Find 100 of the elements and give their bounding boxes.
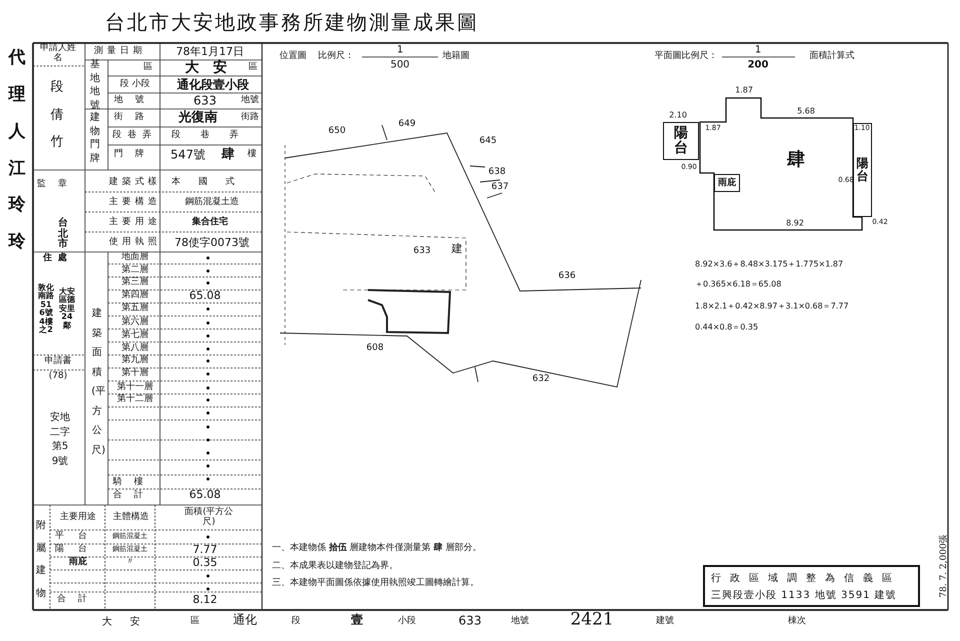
note-text: 二、本成果表以建物登記為界。 — [272, 562, 398, 572]
form-label: 主要用途 — [109, 218, 161, 228]
handwritten-value: (78) — [48, 372, 68, 382]
dimension-label: 2.10 — [669, 112, 687, 120]
form-label: 合計 — [57, 595, 99, 605]
form-label: 第七層 — [122, 331, 148, 341]
form-label: 主體構造 — [113, 513, 149, 523]
form-label: 平台 — [55, 532, 101, 542]
parcel-number: 650 — [328, 127, 346, 137]
form-label: 基地地號 — [90, 58, 100, 112]
form-label: 測量日期 — [94, 47, 146, 57]
canopy-box: 雨庇 — [714, 174, 740, 192]
form-label: 門牌 — [114, 150, 156, 160]
footer-field: 棟次 — [788, 617, 806, 627]
form-label: 面積(平方公尺) — [184, 508, 234, 528]
form-label: 第三層 — [122, 278, 148, 288]
stamped-value: 集合住宅 — [192, 218, 228, 228]
form-label: 附屬建物 — [36, 519, 46, 600]
form-label: 第十二層 — [117, 395, 153, 405]
form-label: 段巷弄 — [112, 131, 158, 141]
scale-number: 1 — [754, 44, 762, 56]
floor-number-label: 肆 — [787, 148, 805, 171]
agent-name: 代理人江玲玲 — [8, 46, 26, 254]
handwritten-value: 7.77 — [192, 544, 218, 556]
form-label: 第二層 — [122, 266, 148, 276]
form-label: 申請人姓名 — [39, 44, 77, 64]
handwritten-value: 0.35 — [192, 556, 218, 570]
print-info: 78. 7. 2,000張 — [940, 534, 950, 598]
stamp-text: 三興段壹小段 1133 地號 3591 建號 — [711, 588, 898, 603]
stamped-value: 大安區德安里24鄰 — [59, 288, 75, 330]
area-formula: 0.44×0.8＝0.35 — [695, 324, 758, 332]
form-label: 第四層 — [122, 291, 148, 301]
form-label: 監章 — [37, 180, 79, 190]
handwritten-value: 633 — [194, 94, 216, 108]
footer-field: 2421 — [570, 610, 614, 630]
handwritten-value: 大安 — [185, 60, 241, 76]
parcel-number: 632 — [532, 375, 550, 385]
footer-field: 地號 — [511, 617, 529, 627]
form-label: 第十一層 — [117, 383, 153, 393]
parcel-number: 608 — [366, 344, 384, 354]
plan-heading: 面積計算式 — [810, 52, 854, 62]
form-label: 騎樓 — [113, 478, 155, 488]
note-text: 一、本建物係 拾伍 層建物本件僅測量第 肆 層部分。 — [272, 544, 482, 554]
footer-field: 通化 — [233, 613, 257, 627]
form-label: 街路 — [241, 113, 259, 123]
stamped-value: 住處 — [43, 254, 73, 264]
dimension-label: 8.92 — [786, 220, 804, 228]
stamp-text: 行政區域調整為信義區 — [711, 572, 902, 586]
form-label: 建物門牌 — [90, 111, 100, 165]
form-label: 建築式樣 — [109, 178, 161, 188]
parcel-number: 645 — [479, 137, 497, 147]
form-label: 樓 — [248, 150, 256, 160]
title: 台北市大安地政事務所建物測量成果圖 — [105, 11, 479, 33]
map-heading: 地籍圖 — [442, 52, 470, 62]
parcel-number: 633 — [413, 247, 431, 257]
form-label: 區 — [144, 63, 152, 73]
building-mark: 建 — [452, 242, 462, 256]
handwritten-value: 78使字0073號 — [174, 236, 250, 250]
footer-field: 建號 — [656, 617, 674, 627]
footer-field: 大安 — [102, 616, 158, 628]
form-label: 地面層 — [122, 253, 148, 263]
footer-field: 壹 — [351, 613, 363, 627]
form-label: 第九層 — [122, 356, 148, 366]
handwritten-value: 肆 — [222, 148, 234, 162]
handwritten-value: 安地二字第59號 — [50, 411, 70, 468]
form-label: 第八層 — [122, 344, 148, 354]
handwritten-value: 8.12 — [192, 594, 218, 606]
handwritten-value: 段倩竹 — [50, 78, 64, 152]
handwritten-value: 光復南 — [178, 110, 218, 126]
form-label: 鋼筋混凝土造 — [185, 198, 239, 208]
footer-field: 633 — [458, 614, 482, 628]
scale-number: 500 — [390, 60, 410, 70]
form-label: 主要構造 — [109, 198, 161, 208]
form-label: 合計 — [113, 491, 155, 501]
form-label: 段巷弄 — [172, 131, 258, 141]
footer-field: 區 — [190, 617, 200, 627]
stamp-box — [703, 565, 920, 607]
dimension-label: 5.68 — [797, 108, 815, 116]
form-label: 地號 — [241, 96, 259, 106]
form-label: 〃 — [126, 558, 134, 568]
form-label: 主要用途 — [60, 513, 96, 523]
handwritten-value: 通化段壹小段 — [177, 78, 249, 92]
handwritten-value: 78年1月17日 — [176, 46, 244, 58]
footer-field: 小段 — [398, 617, 416, 627]
scale-number: 200 — [748, 60, 768, 70]
handwritten-value: 547號 — [170, 148, 206, 162]
form-label: 段 小段 — [120, 80, 150, 90]
parcel-number: 638 — [488, 168, 506, 178]
area-formula: ＋0.365×6.18＝65.08 — [695, 280, 782, 290]
map-heading: 位置圖 — [280, 52, 306, 62]
form-label: 地號 — [114, 96, 156, 106]
handwritten-value: 65.08 — [189, 488, 221, 502]
stamped-value: 雨庇 — [69, 558, 87, 568]
form-label: 第六層 — [122, 318, 148, 328]
stamped-value: 敦化南路516號4樓之2 — [38, 284, 54, 334]
form-label: 第十層 — [122, 369, 148, 379]
map-heading: 比例尺： — [318, 52, 354, 62]
dimension-label: 1.87 — [735, 86, 753, 96]
parcel-number: 636 — [558, 272, 576, 282]
balcony-box: 陽台 — [663, 122, 699, 160]
